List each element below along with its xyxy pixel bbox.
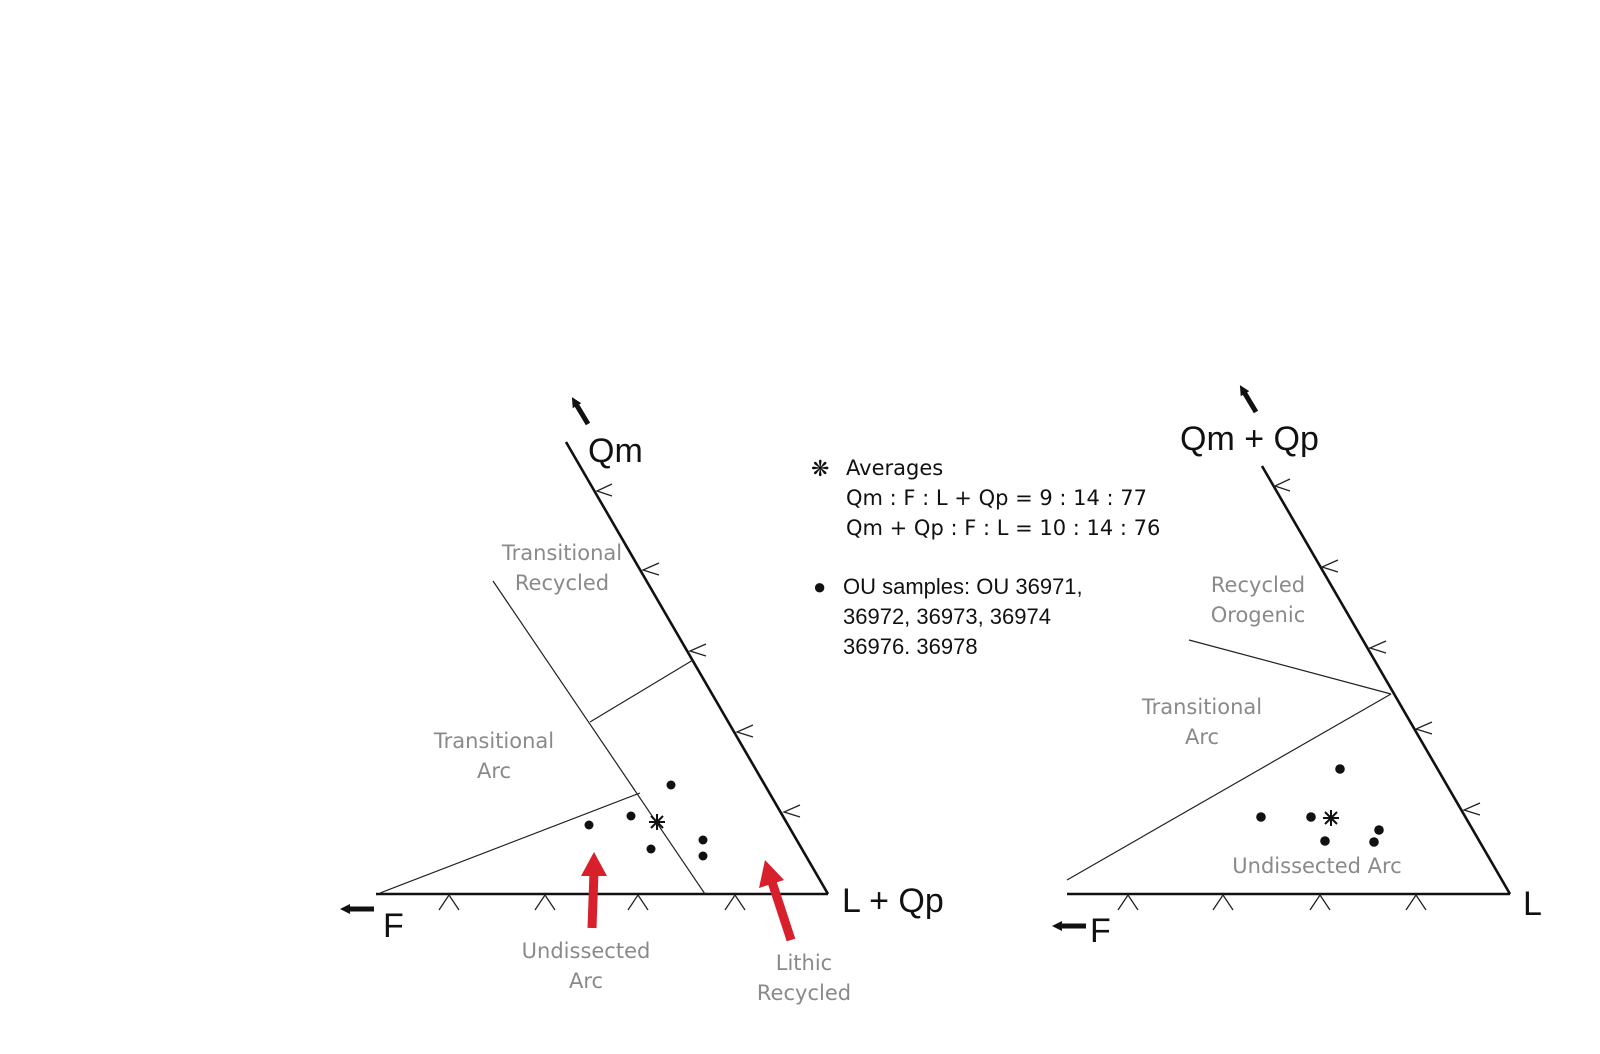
- field-lithic-recycled-1: Lithic: [776, 951, 832, 975]
- averages-title: Averages: [846, 456, 943, 480]
- right-boundary-arc: [1066, 693, 1392, 881]
- field-transitional-recycled-1: Transitional: [501, 541, 622, 565]
- right-apex-label: Qm + Qp: [1180, 420, 1319, 458]
- left-sample-points: [584, 780, 708, 861]
- sample-point: [1374, 825, 1384, 835]
- field-undissected-arc-2: Arc: [569, 969, 603, 993]
- sample-point: [1335, 764, 1345, 774]
- qm-arrow-icon: [571, 397, 591, 426]
- left-base-ticks: [438, 893, 746, 911]
- qmqp-arrow-icon: [1239, 385, 1259, 414]
- left-average-asterisk-icon: [649, 814, 665, 830]
- field-undissected-arc-right: Undissected Arc: [1232, 854, 1401, 878]
- right-f-label: F: [1090, 912, 1111, 950]
- red-arrow-lithic-icon: [759, 860, 796, 942]
- field-transitional-recycled-2: Recycled: [515, 571, 609, 595]
- field-lithic-recycled-2: Recycled: [757, 981, 851, 1005]
- sample-point: [1306, 812, 1316, 822]
- right-right-ticks: [1273, 478, 1481, 816]
- right-boundary-orogenic: [1188, 639, 1392, 695]
- left-lqp-label: L + Qp: [842, 882, 944, 920]
- sample-point: [646, 844, 656, 854]
- samples-line-1: OU samples: OU 36971,: [843, 574, 1083, 599]
- left-boundary-upper: [589, 659, 694, 723]
- samples-dot-icon: ●: [813, 574, 826, 599]
- right-average-asterisk-icon: [1323, 810, 1339, 826]
- sample-point: [584, 820, 594, 830]
- averages-line-2: Qm + Qp : F : L = 10 : 14 : 76: [846, 516, 1160, 540]
- right-ternary-diagram: Qm + Qp F L Recycled Orogenic Transition…: [1052, 385, 1542, 950]
- field-recycled-orogenic-2: Orogenic: [1211, 603, 1306, 627]
- samples-line-2: 36972, 36973, 36974: [843, 604, 1051, 629]
- field-transitional-arc-right-2: Arc: [1185, 725, 1219, 749]
- left-ternary-diagram: Qm F L + Qp Transitional Recycled Transi…: [340, 397, 944, 1005]
- field-recycled-orogenic-1: Recycled: [1211, 573, 1305, 597]
- legend: ❋ Averages Qm : F : L + Qp = 9 : 14 : 77…: [811, 456, 1160, 659]
- samples-line-3: 36976. 36978: [843, 634, 978, 659]
- right-base-ticks: [1117, 893, 1427, 911]
- sample-point: [626, 811, 636, 821]
- sample-point: [698, 851, 708, 861]
- right-sample-points: [1256, 764, 1384, 847]
- left-right-ticks: [595, 483, 801, 818]
- sample-point: [666, 780, 676, 790]
- sample-point: [1256, 812, 1266, 822]
- sample-point: [1320, 836, 1330, 846]
- sample-point: [698, 835, 708, 845]
- red-arrow-undissected-icon: [581, 852, 607, 929]
- left-right-edge: [564, 441, 830, 895]
- sample-point: [1369, 837, 1379, 847]
- right-right-edge: [1260, 465, 1512, 895]
- left-boundary-recycled: [492, 580, 706, 895]
- field-undissected-arc-1: Undissected: [522, 939, 651, 963]
- right-l-label: L: [1523, 885, 1542, 923]
- field-transitional-arc-right-1: Transitional: [1141, 695, 1262, 719]
- averages-asterisk-icon: ❋: [811, 456, 829, 481]
- left-f-label: F: [383, 907, 404, 945]
- field-transitional-arc-1: Transitional: [433, 729, 554, 753]
- left-boundary-arc: [379, 792, 641, 894]
- field-transitional-arc-2: Arc: [477, 759, 511, 783]
- averages-line-1: Qm : F : L + Qp = 9 : 14 : 77: [846, 486, 1147, 510]
- left-apex-label: Qm: [588, 432, 643, 470]
